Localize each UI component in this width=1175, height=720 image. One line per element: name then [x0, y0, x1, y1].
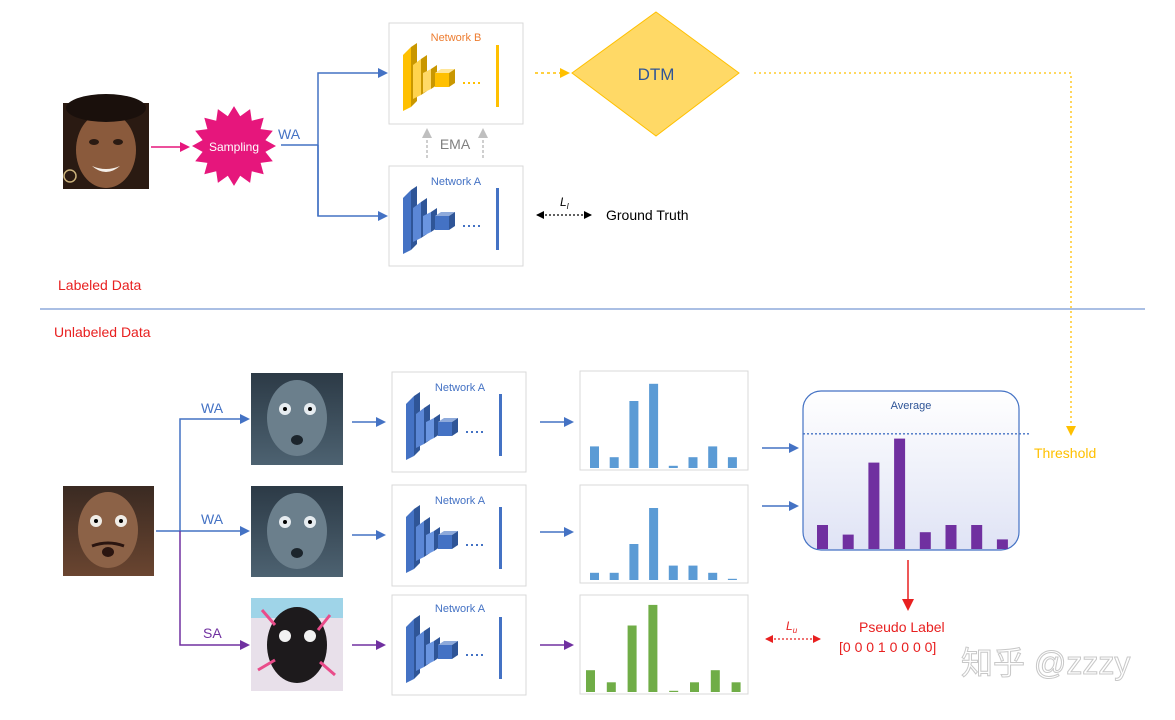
- watermark-text: 知乎 @zzzy: [961, 645, 1130, 681]
- hist2-bar-1: [590, 572, 599, 580]
- pseudo-label-vector: [0 0 0 1 0 0 0 0]: [839, 639, 936, 655]
- histogram-panel-2: [579, 484, 749, 584]
- hist3-bar-8: [731, 682, 741, 692]
- dtm-node: DTM: [571, 11, 740, 137]
- hist1-bar-7: [708, 446, 718, 468]
- sampling-label: Sampling: [209, 140, 259, 154]
- hist1-bar-6: [688, 457, 698, 468]
- histogram-3-bars: [586, 604, 741, 692]
- dtm-label: DTM: [638, 65, 675, 84]
- hist3-bar-4: [648, 604, 658, 692]
- hist3-bar-7: [710, 670, 720, 692]
- hist3-bar-3: [627, 625, 637, 692]
- network-a-labeled-label: Network A: [431, 176, 482, 188]
- hist2-bar-3: [629, 544, 639, 580]
- histogram-1-bars: [590, 383, 737, 468]
- average-bar-7: [971, 525, 983, 549]
- network-b-label: Network B: [431, 32, 482, 44]
- wa-view-2-image: [251, 486, 343, 577]
- network-a-unlabeled-1-label: Network A: [435, 382, 486, 394]
- average-bar-1: [817, 525, 828, 549]
- arrow-to-sa-view: [179, 531, 250, 650]
- unlabeled-data-label: Unlabeled Data: [54, 324, 151, 340]
- dtm-to-threshold-arrow: [754, 72, 1076, 436]
- average-bar-3: [868, 462, 880, 549]
- hist1-bar-3: [629, 401, 639, 468]
- loss-labeled-symbol: Ll: [560, 195, 569, 211]
- hist1-bar-5: [668, 465, 678, 468]
- sampling-node: Sampling: [192, 106, 276, 186]
- hist2-bar-2: [609, 572, 619, 580]
- histogram-panel-3: [579, 594, 749, 695]
- histogram-2-bars: [590, 508, 737, 580]
- network-a-unlabeled-3-label: Network A: [435, 603, 486, 615]
- average-panel: Average: [802, 390, 1030, 551]
- wa-label-labeled: WA: [278, 126, 301, 142]
- hist1-bar-8: [727, 457, 737, 468]
- unlabeled-face-image: [63, 486, 154, 576]
- loss-unlabeled-symbol: Lu: [786, 619, 798, 635]
- network-a-unlabeled-3: Network A: [391, 594, 527, 696]
- hist2-bar-7: [708, 572, 718, 580]
- hist2-bar-6: [688, 565, 698, 580]
- hist3-bar-6: [690, 682, 699, 692]
- hist3-bar-5: [669, 690, 679, 692]
- hist3-bar-2: [606, 682, 616, 692]
- hist2-bar-4: [649, 508, 659, 580]
- network-a-unlabeled-1: Network A: [391, 371, 527, 473]
- average-title: Average: [891, 400, 932, 412]
- average-bar-2: [842, 534, 854, 549]
- average-bars: [817, 438, 1008, 549]
- wa-view-1-image: [251, 373, 343, 465]
- labeled-face-image: [63, 94, 149, 189]
- hist2-bar-5: [668, 565, 678, 580]
- hist2-bar-8: [727, 578, 737, 580]
- ground-truth-label: Ground Truth: [606, 207, 689, 223]
- average-bar-4: [894, 438, 906, 549]
- network-a-unlabeled-2-label: Network A: [435, 495, 486, 507]
- wa-label-1: WA: [201, 400, 224, 416]
- pseudo-label-title: Pseudo Label: [859, 619, 945, 635]
- sa-view-image: [251, 598, 343, 691]
- network-a-unlabeled-2: Network A: [391, 484, 527, 587]
- hist1-bar-1: [590, 446, 599, 468]
- average-bar-8: [996, 539, 1008, 549]
- histogram-panel-1: [579, 370, 749, 471]
- arrow-to-network-b: [317, 68, 388, 216]
- labeled-data-label: Labeled Data: [58, 277, 142, 293]
- ema-label: EMA: [440, 136, 471, 152]
- average-bar-5: [919, 532, 931, 549]
- arrow-to-wa-view-1: [179, 414, 250, 531]
- hist3-bar-1: [586, 670, 595, 692]
- wa-label-2: WA: [201, 511, 224, 527]
- network-a-labeled-box: Network A: [388, 165, 524, 267]
- threshold-label: Threshold: [1034, 445, 1096, 461]
- network-b-box: Network B: [388, 22, 524, 125]
- hist1-bar-4: [649, 383, 659, 468]
- hist1-bar-2: [609, 457, 619, 468]
- arrow-to-network-a-labeled: [317, 145, 388, 221]
- sa-label: SA: [203, 625, 222, 641]
- average-bar-6: [945, 525, 957, 549]
